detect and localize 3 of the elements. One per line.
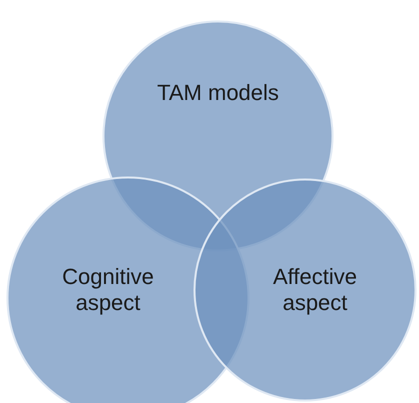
- circle-label: TAM models: [156, 80, 280, 106]
- circle-label: Cognitive aspect: [61, 264, 155, 316]
- circle-label: Affective aspect: [272, 264, 358, 316]
